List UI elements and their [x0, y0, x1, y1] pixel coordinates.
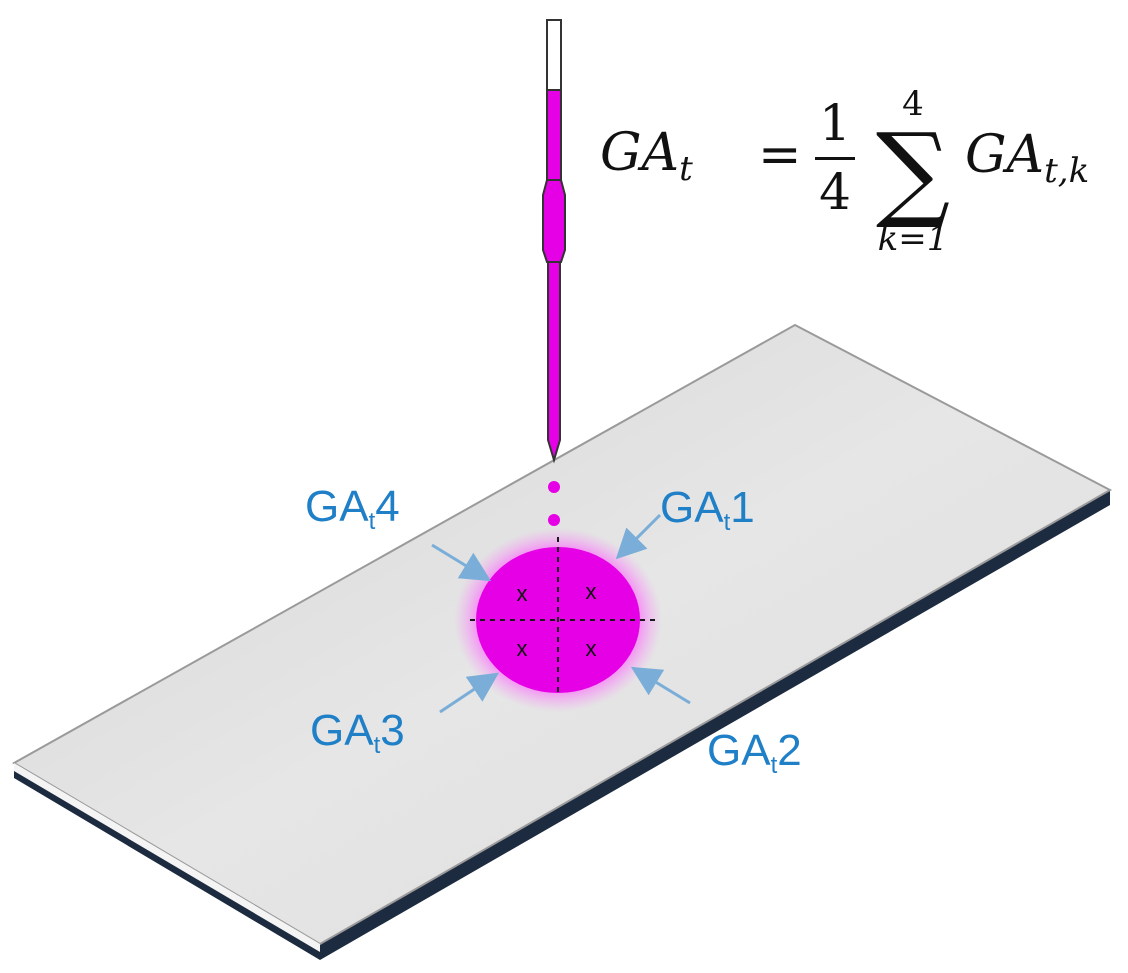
sum-upper-limit: 4 — [902, 84, 924, 124]
marker-quadrant-4: x — [517, 581, 528, 606]
arrow-ga1 — [615, 513, 662, 560]
average-equation: GAt = 1 4 4 ∑ k=1 GAt,k — [600, 87, 1089, 275]
slide-bevel — [14, 763, 320, 952]
label-ga3-num: 3 — [380, 706, 405, 755]
fraction-denominator: 4 — [819, 163, 851, 221]
label-ga1-num: 1 — [730, 483, 755, 532]
label-ga3: GAt3 — [310, 706, 405, 760]
label-ga2-main: GA — [707, 726, 771, 775]
pipette-tube-filled — [546, 89, 562, 181]
sum-lower-limit: k=1 — [877, 219, 949, 259]
arrow-ga4 — [431, 543, 492, 582]
label-ga4: GAt4 — [305, 482, 400, 536]
pipette-shaft — [547, 261, 561, 464]
marker-quadrant-2: x — [586, 636, 597, 661]
equation-lhs: GAt — [600, 123, 693, 189]
fraction-numerator: 1 — [819, 94, 851, 152]
label-ga1-main: GA — [660, 483, 724, 532]
pipette — [542, 19, 566, 464]
label-ga1-sub: t — [723, 509, 731, 536]
equation-term: GAt,k — [965, 125, 1089, 191]
label-ga4-main: GA — [305, 482, 369, 531]
label-ga2-num: 2 — [777, 726, 802, 775]
label-ga4-num: 4 — [375, 482, 400, 531]
marker-quadrant-3: x — [517, 636, 528, 661]
fraction: 1 4 — [815, 95, 855, 220]
summation: 4 ∑ k=1 — [858, 87, 968, 257]
arrow-ga2 — [630, 666, 691, 705]
equation-lhs-sub: t — [679, 149, 693, 189]
equals-sign: = — [758, 125, 802, 185]
sigma-symbol: ∑ — [875, 110, 951, 232]
marker-quadrant-1: x — [586, 579, 597, 604]
equation-term-sub: t,k — [1044, 151, 1090, 191]
equation-lhs-main: GA — [600, 123, 680, 183]
equation-term-main: GA — [965, 125, 1045, 185]
label-ga3-sub: t — [373, 732, 381, 759]
pipette-bulb — [542, 179, 566, 263]
label-ga2-sub: t — [770, 752, 778, 779]
fraction-bar — [815, 157, 855, 160]
label-ga3-main: GA — [310, 706, 374, 755]
droplet-1 — [548, 481, 560, 493]
label-ga1: GAt1 — [660, 483, 755, 537]
pipette-tube-top — [546, 19, 562, 91]
label-ga4-sub: t — [368, 508, 376, 535]
arrow-ga3 — [439, 672, 499, 714]
droplet-2 — [548, 514, 560, 526]
label-ga2: GAt2 — [707, 726, 802, 780]
